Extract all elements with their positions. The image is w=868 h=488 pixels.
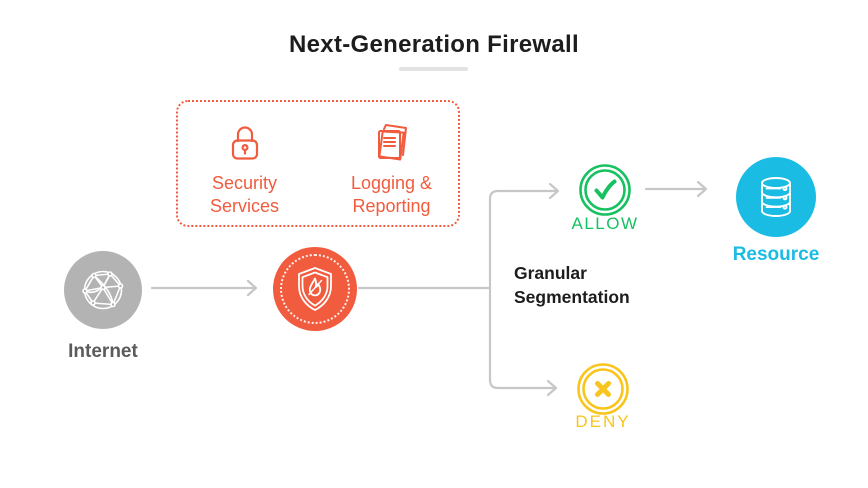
- database-icon: [761, 177, 791, 217]
- arrow-allow-to-resource: [644, 180, 708, 198]
- firewall-dotted-ring: [280, 254, 350, 324]
- network-globe-icon: [82, 270, 124, 310]
- check-circle-icon: [579, 164, 631, 216]
- service-security-label: Security Services: [209, 173, 280, 217]
- resource-node: [736, 157, 816, 237]
- service-logging-label: Logging & Reporting: [350, 173, 433, 217]
- internet-node: [64, 251, 142, 329]
- title-underline: [399, 67, 468, 71]
- granular-segmentation-label: Granular Segmentation: [514, 263, 630, 307]
- arrow-internet-to-firewall: [150, 279, 258, 297]
- resource-label: Resource: [732, 244, 820, 265]
- service-security: Security Services: [185, 121, 305, 225]
- cross-circle-icon: [577, 363, 629, 415]
- documents-icon: [371, 121, 413, 165]
- firewall-node: [273, 247, 357, 331]
- lock-icon: [225, 121, 265, 165]
- security-services-box: Security Services Logging & Reporting: [176, 100, 460, 227]
- page-title: Next-Generation Firewall: [289, 31, 579, 58]
- internet-label: Internet: [68, 341, 138, 362]
- allow-label: ALLOW: [571, 214, 639, 233]
- service-logging: Logging & Reporting: [332, 121, 452, 225]
- deny-label: DENY: [575, 412, 631, 431]
